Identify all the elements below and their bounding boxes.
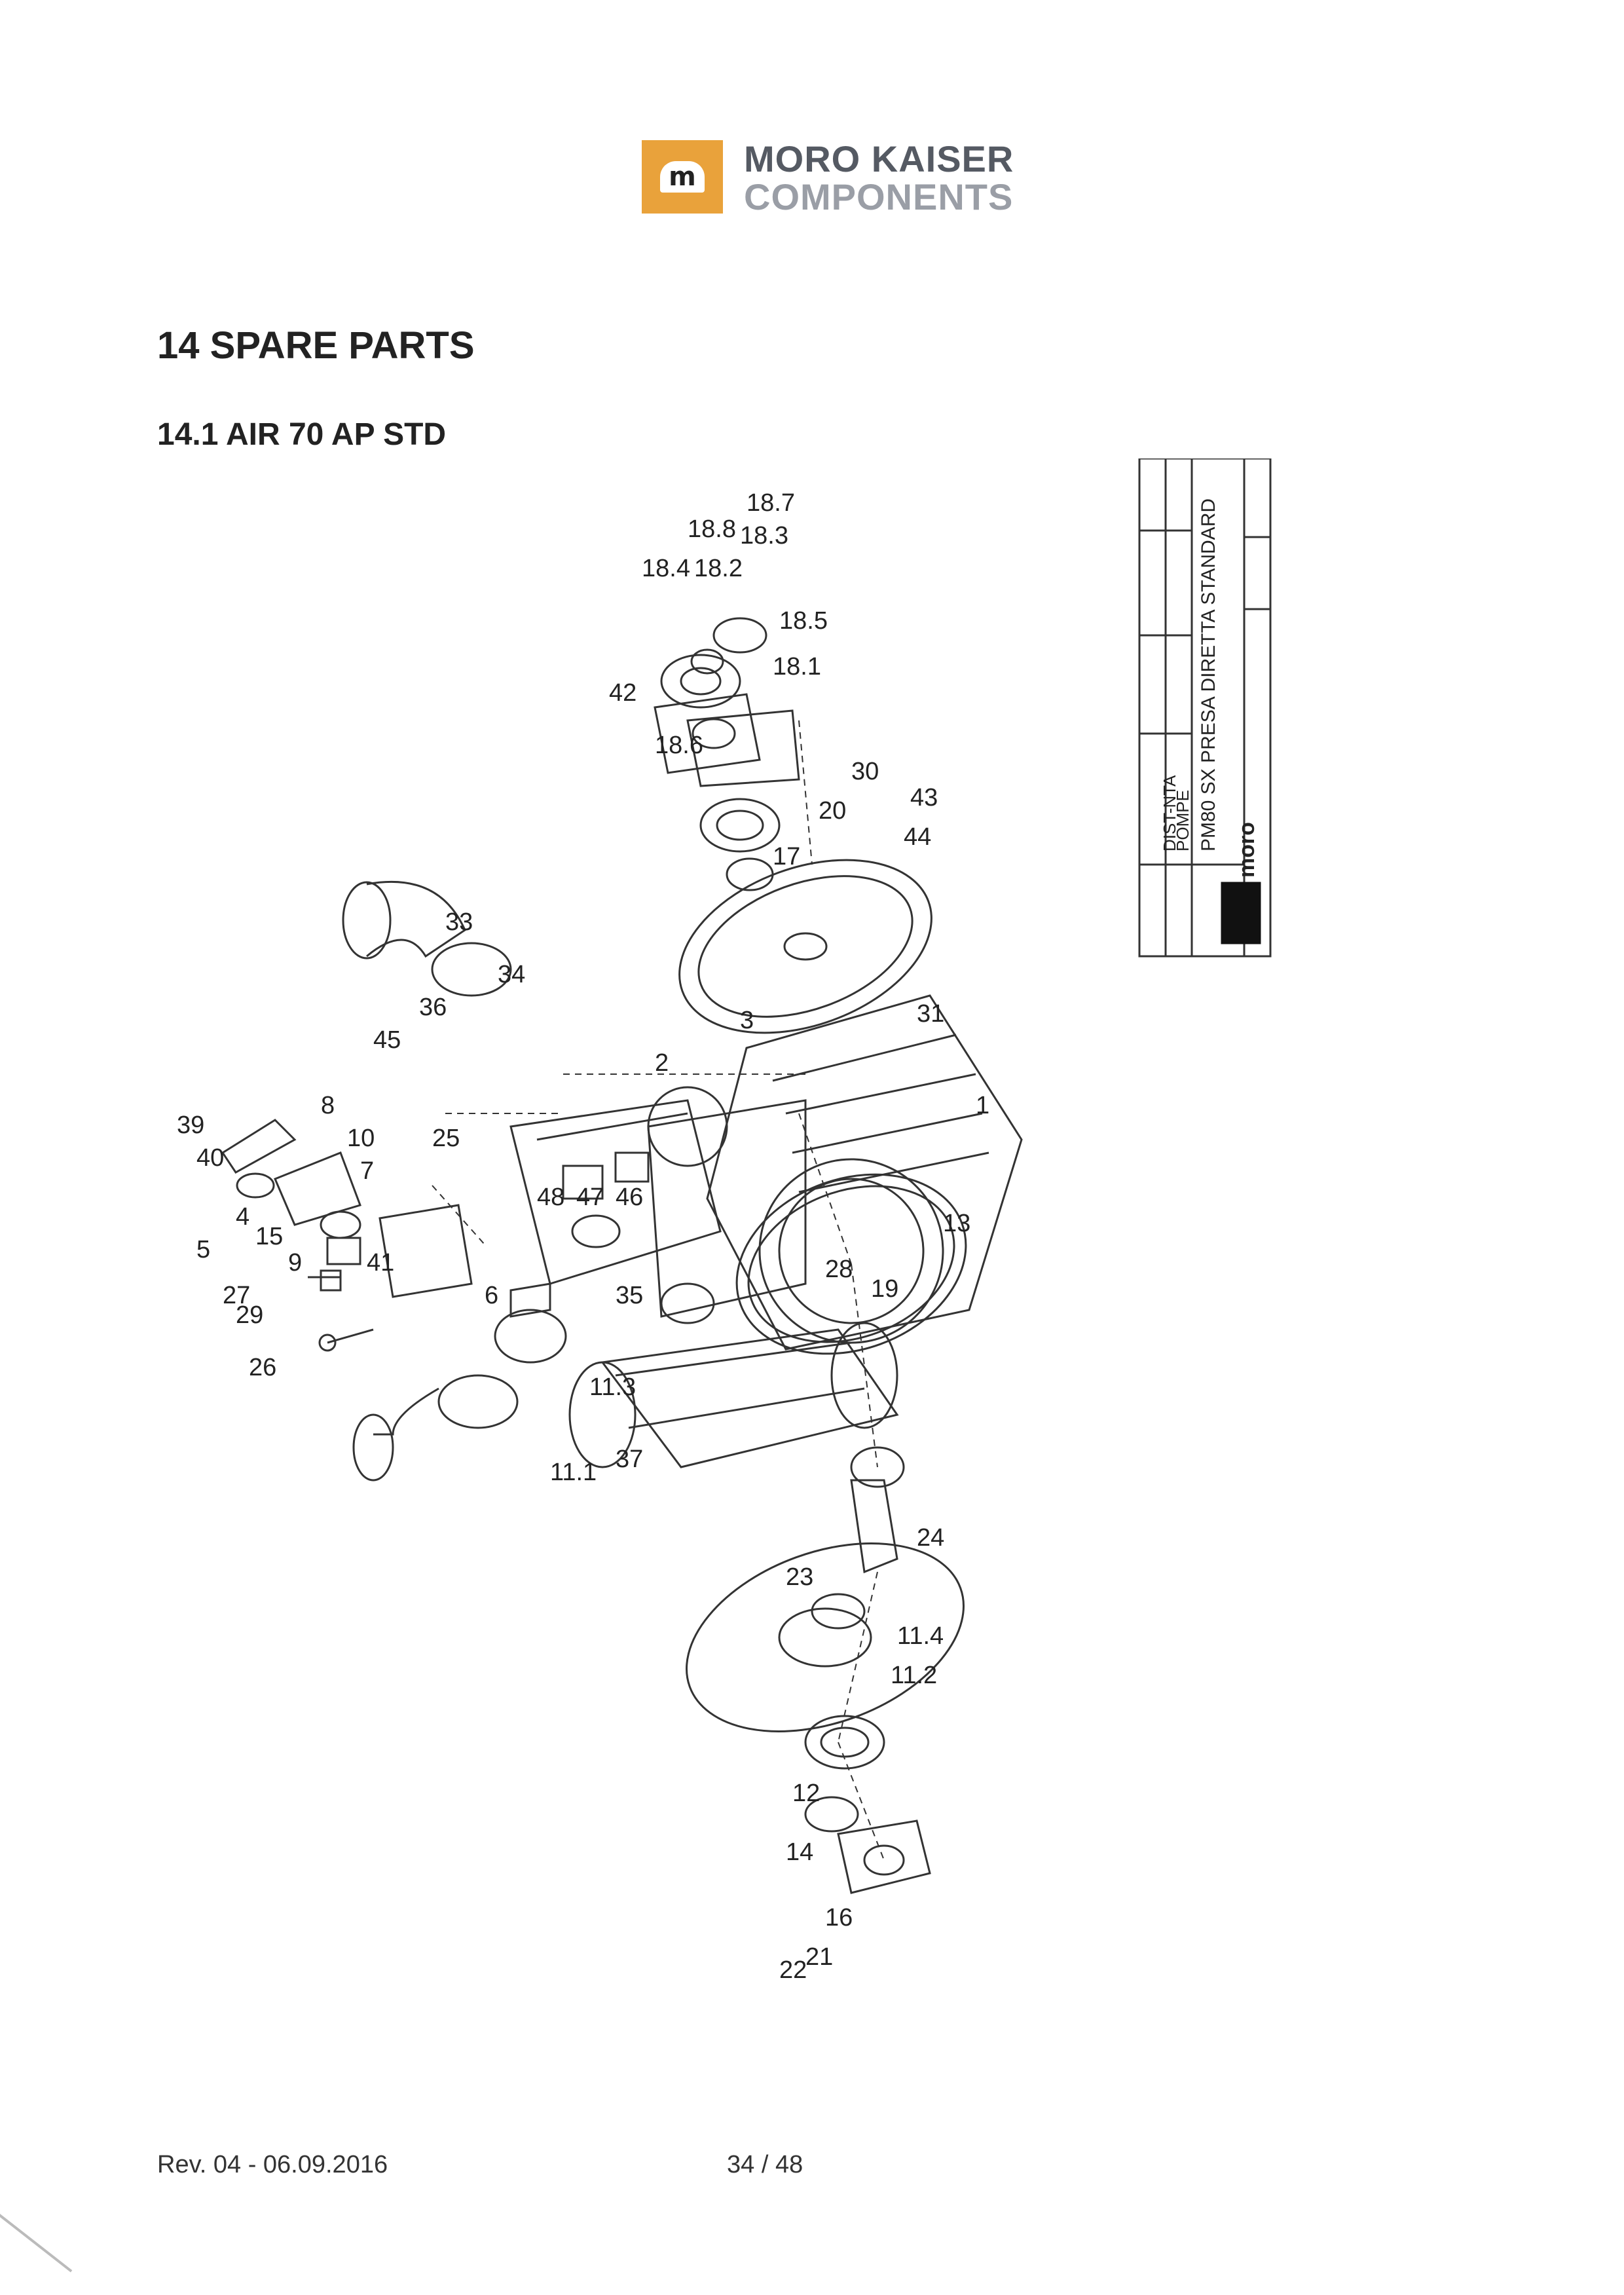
part-label: 18.8	[688, 515, 736, 543]
gasket-ring-left	[735, 1173, 967, 1355]
part-label: 35	[616, 1282, 643, 1309]
plate-gasket	[647, 1099, 807, 1318]
part-label: 25	[432, 1125, 460, 1152]
part-label: 41	[367, 1249, 394, 1277]
part-label: 18.5	[779, 607, 828, 635]
brand-logo-mark: m	[642, 140, 723, 214]
part-label: 13	[943, 1210, 970, 1237]
part-label: 17	[773, 843, 800, 870]
part-label: 48	[537, 1184, 564, 1211]
subsection-title: 14.1 AIR 70 AP STD	[157, 417, 447, 452]
part-labels: 1 2 3 4 5 6 7 8 9 10 11.1 11.2 11.3 11.4…	[177, 489, 989, 1984]
brand-name-line2: COMPONENTS	[744, 176, 1014, 217]
section-title: 14 SPARE PARTS	[157, 324, 475, 367]
shaft	[850, 1446, 905, 1574]
title-block-field-2: POMPE	[1173, 790, 1192, 851]
part-label: 26	[249, 1354, 276, 1381]
part-label: 8	[321, 1092, 335, 1119]
part-label: 12	[792, 1780, 820, 1807]
part-label: 11.1	[550, 1459, 597, 1486]
brand-logo-letter: m	[660, 161, 705, 193]
title-block-field-1: DIST-NTA	[1160, 775, 1179, 851]
part-label: 15	[255, 1223, 283, 1250]
vacuum-valve	[308, 1269, 374, 1352]
part-label: 46	[616, 1184, 643, 1211]
brand-logo: m MORO KAISER COMPONENTS	[642, 138, 1035, 219]
part-label: 42	[609, 679, 637, 707]
part-label: 23	[786, 1563, 813, 1591]
part-label: 10	[347, 1125, 375, 1152]
rotor	[568, 1282, 899, 1468]
title-block-text: DIST-NTA POMPE PM80 SX PRESA DIRETTA STA…	[1160, 498, 1259, 878]
brand-name-line1: MORO KAISER	[744, 138, 1014, 179]
part-label: 37	[616, 1446, 643, 1473]
part-label: 45	[373, 1026, 401, 1054]
exploded-view-drawing: 1 2 3 4 5 6 7 8 9 10 11.1 11.2 11.3 11.4…	[177, 458, 1272, 1984]
title-block-description: PM80 SX PRESA DIRETTA STANDARD	[1198, 498, 1219, 851]
part-label: 18.2	[694, 555, 743, 582]
page-number: 34 / 48	[727, 2151, 803, 2178]
part-label: 7	[360, 1157, 374, 1185]
part-label: 36	[419, 994, 447, 1021]
part-label: 9	[288, 1249, 302, 1277]
revision-info: Rev. 04 - 06.09.2016	[157, 2151, 388, 2178]
part-label: 30	[851, 758, 879, 785]
gasket-disc	[647, 1086, 728, 1167]
part-label: 16	[825, 1904, 853, 1931]
part-label: 21	[805, 1943, 833, 1971]
part-label: 18.4	[642, 555, 690, 582]
part-label: 31	[917, 1000, 944, 1028]
part-label: 2	[655, 1049, 669, 1077]
title-block-logo: moro	[1234, 822, 1259, 878]
part-label: 5	[196, 1236, 210, 1263]
part-label: 11.2	[891, 1662, 937, 1689]
port-cover-assembly-top	[654, 617, 800, 787]
bearing-cap-left	[837, 1819, 931, 1894]
bearing-left	[804, 1715, 885, 1833]
part-label: 18.3	[740, 522, 788, 550]
part-label: 44	[904, 823, 931, 851]
part-label: 20	[819, 797, 846, 825]
part-label: 11.3	[589, 1373, 636, 1401]
valve-block	[509, 1099, 722, 1318]
float-valve-assembly	[221, 1119, 473, 1298]
title-block	[1138, 458, 1272, 958]
part-label: 4	[236, 1203, 249, 1231]
part-label: 18.7	[747, 489, 795, 517]
part-label: 11.4	[897, 1622, 944, 1650]
part-label: 27	[223, 1282, 250, 1309]
part-label: 19	[871, 1275, 898, 1303]
elbow-upper	[342, 880, 512, 997]
part-label: 29	[236, 1301, 263, 1329]
part-label: 24	[917, 1524, 944, 1552]
part-label: 47	[576, 1184, 604, 1211]
pump-body	[706, 994, 1023, 1351]
part-label: 3	[740, 1007, 754, 1034]
scan-artifact	[0, 2214, 73, 2273]
part-label: 6	[485, 1282, 498, 1309]
part-label: 34	[498, 961, 525, 988]
part-label: 28	[825, 1256, 853, 1283]
part-label: 18.6	[655, 732, 703, 759]
part-label: 43	[910, 784, 938, 812]
elbow-lower	[352, 1309, 567, 1482]
part-label: 14	[786, 1838, 813, 1866]
part-label: 22	[779, 1956, 807, 1984]
part-label: 18.1	[773, 653, 821, 681]
end-cover-right	[678, 859, 932, 1034]
part-label: 1	[976, 1092, 989, 1119]
part-label: 39	[177, 1111, 204, 1139]
part-label: 33	[445, 908, 473, 936]
part-label: 40	[196, 1144, 224, 1172]
